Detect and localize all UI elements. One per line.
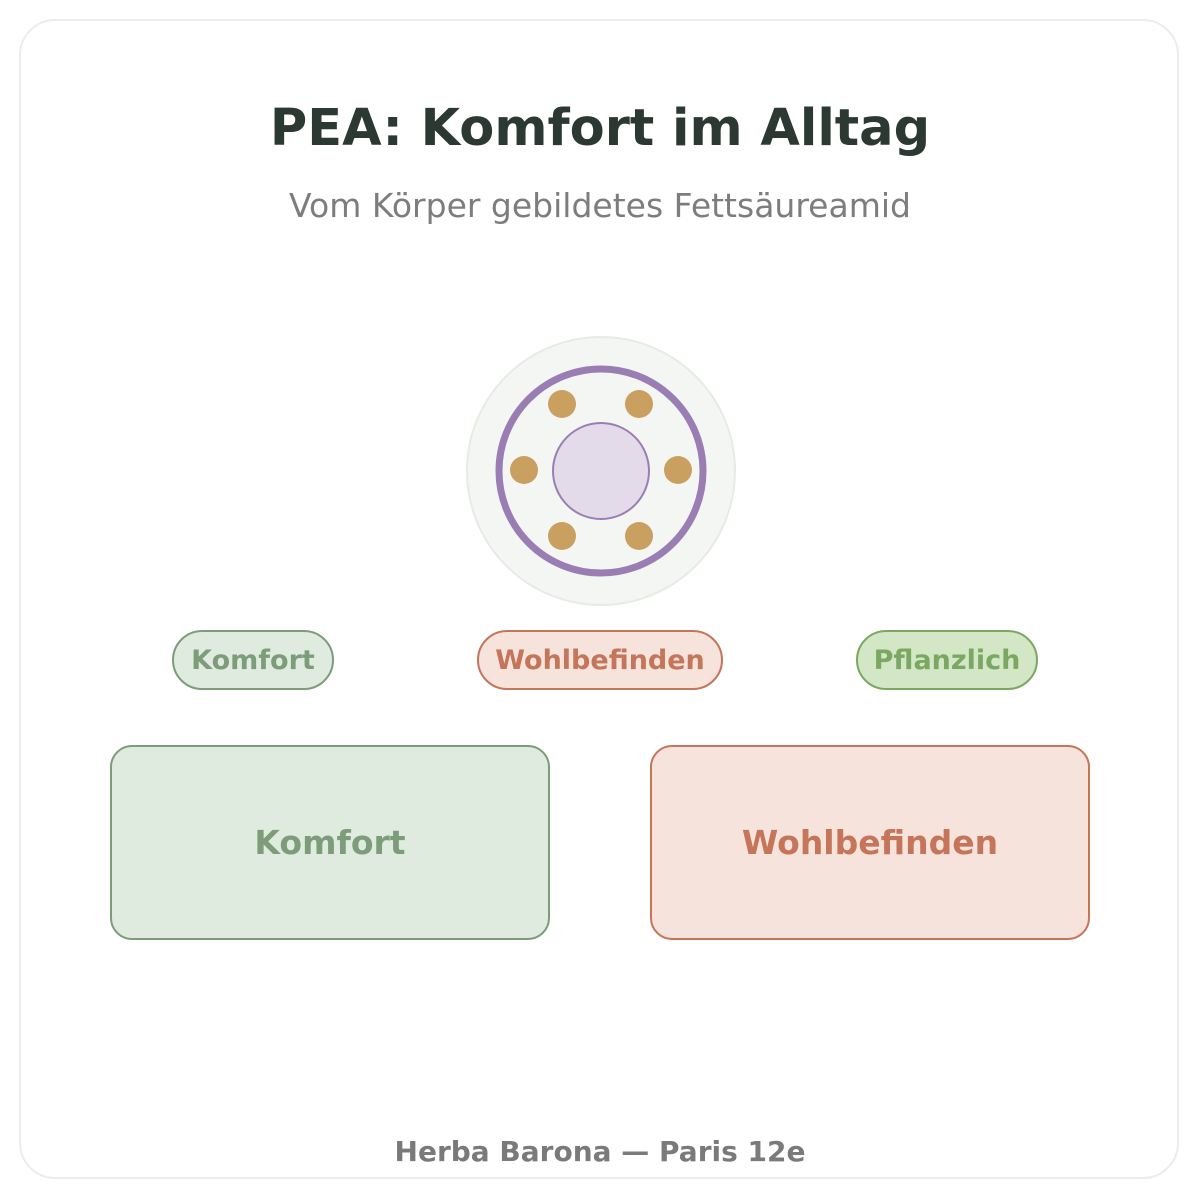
emblem-dot [548,522,576,550]
tag-pflanzlich: Pflanzlich [856,630,1038,690]
page-title: PEA: Komfort im Alltag [269,99,931,158]
molecule-ring-icon [466,336,736,606]
tag-wohlbefinden: Wohlbefinden [477,630,723,690]
panel-wohlbefinden: Wohlbefinden [650,745,1090,940]
emblem-ring [495,365,707,577]
emblem-dot [625,522,653,550]
tag-komfort: Komfort [172,630,334,690]
panel-wohlbefinden-label: Wohlbefinden [741,823,999,862]
panel-komfort: Komfort [110,745,550,940]
emblem-dot [664,456,692,484]
emblem-dot [548,390,576,418]
page-subtitle: Vom Körper gebildetes Fettsäureamid [289,186,911,225]
emblem-core [552,422,650,520]
emblem-dot [625,390,653,418]
footer-text: Herba Barona — Paris 12e [394,1135,806,1168]
panel-komfort-label: Komfort [254,823,406,862]
emblem-dot [510,456,538,484]
